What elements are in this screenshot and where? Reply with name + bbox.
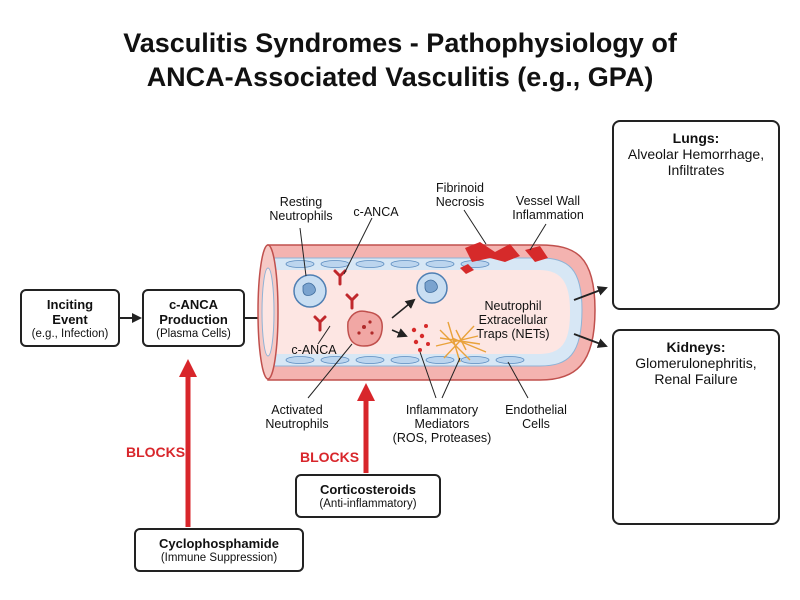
corticosteroids-sub: (Anti-inflammatory) bbox=[319, 498, 417, 510]
label-endothelial-cells: Endothelial Cells bbox=[505, 403, 567, 431]
vessel-lumen bbox=[268, 270, 570, 354]
kidneys-title: Kidneys: bbox=[666, 339, 726, 355]
resting-neutrophil-1 bbox=[293, 274, 327, 308]
inciting-event-sub: (e.g., Infection) bbox=[31, 328, 109, 340]
cyclophosphamide-title: Cyclophosphamide bbox=[159, 536, 279, 551]
title-line-2: ANCA-Associated Vasculitis (e.g., GPA) bbox=[146, 62, 654, 92]
canca-production-title-2: Production bbox=[159, 312, 228, 327]
lungs-panel-text: Lungs: Alveolar Hemorrhage, Infiltrates bbox=[614, 130, 778, 178]
label-resting-neutrophils: Resting Neutrophils bbox=[269, 195, 333, 223]
title-line-1: Vasculitis Syndromes - Pathophysiology o… bbox=[123, 28, 677, 58]
kidneys-line-1: Glomerulonephritis, bbox=[635, 355, 757, 371]
canca-antibodies bbox=[313, 269, 359, 332]
cyclophosphamide-sub: (Immune Suppression) bbox=[160, 552, 278, 564]
corticosteroids-title: Corticosteroids bbox=[319, 482, 417, 497]
diagram-title: Vasculitis Syndromes - Pathophysiology o… bbox=[0, 26, 800, 94]
inflammatory-mediators-dots bbox=[411, 324, 430, 352]
lungs-line-2: Infiltrates bbox=[667, 162, 725, 178]
label-nets: Neutrophil Extracellular Traps (NETs) bbox=[476, 299, 550, 341]
activated-neutrophil bbox=[347, 310, 383, 347]
canca-production-sub: (Plasma Cells) bbox=[156, 328, 231, 340]
fibrinoid-necrosis bbox=[465, 242, 520, 262]
lungs-line-1: Alveolar Hemorrhage, bbox=[627, 146, 765, 162]
label-canca-inside: c-ANCA bbox=[291, 343, 337, 357]
canca-production-title-1: c-ANCA bbox=[168, 297, 219, 312]
lungs-title: Lungs: bbox=[672, 130, 720, 146]
blocks-label-right: BLOCKS bbox=[300, 449, 360, 465]
label-canca-top: c-ANCA bbox=[353, 205, 399, 219]
blood-vessel bbox=[257, 242, 596, 381]
cyclophosphamide-box: Cyclophosphamide (Immune Suppression) bbox=[134, 528, 304, 572]
label-activated-neutrophils: Activated Neutrophils bbox=[265, 403, 329, 431]
label-inflammatory-mediators: Inflammatory Mediators (ROS, Proteases) bbox=[392, 403, 492, 445]
lungs-panel: Lungs: Alveolar Hemorrhage, Infiltrates bbox=[612, 120, 780, 310]
corticosteroids-box: Corticosteroids (Anti-inflammatory) bbox=[295, 474, 441, 518]
inciting-event-title-2: Event bbox=[52, 312, 88, 327]
label-vessel-wall-inflammation: Vessel Wall Inflammation bbox=[512, 194, 584, 222]
arrow-to-kidneys bbox=[573, 333, 608, 348]
kidneys-line-2: Renal Failure bbox=[654, 371, 738, 387]
resting-neutrophil-2 bbox=[416, 272, 448, 304]
nets-web bbox=[435, 321, 487, 363]
blocks-label-left: BLOCKS bbox=[126, 444, 186, 460]
arrow-to-lungs bbox=[573, 286, 608, 301]
inciting-event-title-1: Inciting bbox=[46, 297, 94, 312]
label-fibrinoid-necrosis: Fibrinoid Necrosis bbox=[435, 181, 485, 209]
inciting-event-box: Inciting Event (e.g., Infection) bbox=[20, 289, 120, 347]
kidneys-panel: Kidneys: Glomerulonephritis, Renal Failu… bbox=[612, 329, 780, 525]
kidneys-panel-text: Kidneys: Glomerulonephritis, Renal Failu… bbox=[614, 339, 778, 387]
canca-production-box: c-ANCA Production (Plasma Cells) bbox=[142, 289, 245, 347]
